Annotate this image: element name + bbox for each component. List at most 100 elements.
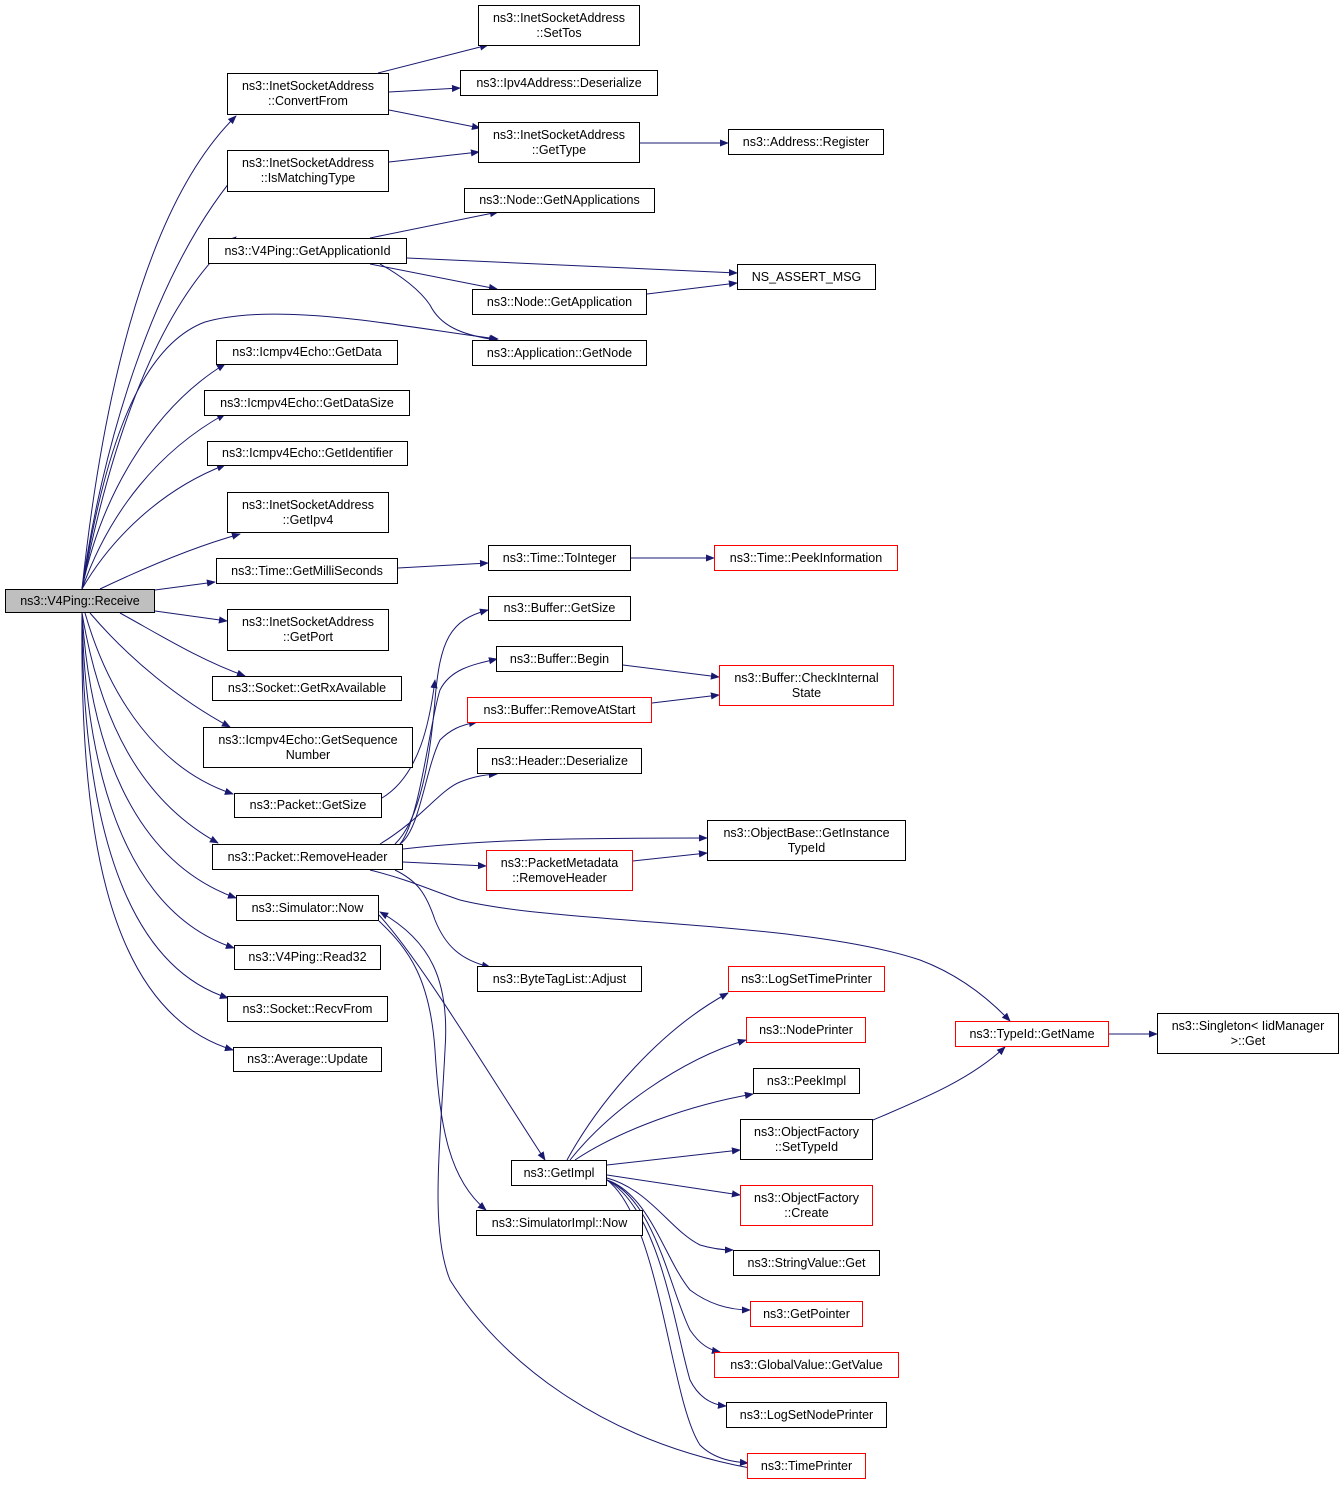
node-label: ns3::V4Ping::Receive xyxy=(20,593,140,608)
node-label: ns3::Simulator::Now xyxy=(251,900,364,915)
node-application-getnode[interactable]: ns3::Application::GetNode xyxy=(472,340,647,366)
node-label: ns3::Icmpv4Echo::GetDataSize xyxy=(220,395,394,410)
node-packet-removeheader[interactable]: ns3::Packet::RemoveHeader xyxy=(212,844,403,870)
node-node-getnapplications[interactable]: ns3::Node::GetNApplications xyxy=(464,188,655,213)
node-label: ns3::GlobalValue::GetValue xyxy=(730,1357,883,1372)
node-buffer-begin[interactable]: ns3::Buffer::Begin xyxy=(496,646,623,672)
node-label: ns3::TimePrinter xyxy=(760,1458,853,1473)
node-packetmetadata-removeheader[interactable]: ns3::PacketMetadata ::RemoveHeader xyxy=(486,850,633,891)
node-address-register[interactable]: ns3::Address::Register xyxy=(728,129,884,155)
edge-buffer-removeatstart-to-checkinternalstate xyxy=(651,692,720,704)
edge-getimpl-to-globalvalue-getvalue xyxy=(606,1179,721,1354)
edge-receive-to-inet-getport xyxy=(154,610,228,624)
node-socket-getrxavailable[interactable]: ns3::Socket::GetRxAvailable xyxy=(212,676,402,701)
node-stringvalue-get[interactable]: ns3::StringValue::Get xyxy=(733,1250,880,1276)
node-buffer-checkinternalstate[interactable]: ns3::Buffer::CheckInternal State xyxy=(719,665,894,706)
edge-receive-to-socket-recvfrom xyxy=(81,612,229,999)
node-logsetnodeprinter[interactable]: ns3::LogSetNodePrinter xyxy=(726,1402,887,1428)
node-v4ping-getapplicationid[interactable]: ns3::V4Ping::GetApplicationId xyxy=(208,238,407,264)
node-getimpl[interactable]: ns3::GetImpl xyxy=(511,1160,607,1186)
node-nodeprinter[interactable]: ns3::NodePrinter xyxy=(746,1017,866,1043)
edge-receive-to-convertfrom xyxy=(81,115,237,590)
node-label: ns3::PeekImpl xyxy=(766,1073,847,1088)
node-v4ping-receive[interactable]: ns3::V4Ping::Receive xyxy=(5,589,155,613)
edge-receive-to-inet-getipv4 xyxy=(99,532,241,590)
edge-removeheader-to-packetmetadata-removeheader xyxy=(402,861,487,870)
node-label: ns3::Time::ToInteger xyxy=(502,550,617,565)
node-inet-getport[interactable]: ns3::InetSocketAddress ::GetPort xyxy=(227,609,389,651)
node-label: ns3::InetSocketAddress xyxy=(492,127,626,142)
node-bytetaglist-adjust[interactable]: ns3::ByteTagList::Adjust xyxy=(477,966,642,992)
edge-receive-to-icmp-getdatasize xyxy=(81,413,226,590)
node-packet-getsize[interactable]: ns3::Packet::GetSize xyxy=(234,793,382,818)
node-label: ::Create xyxy=(784,1205,829,1220)
node-inet-gettype[interactable]: ns3::InetSocketAddress ::GetType xyxy=(478,122,640,163)
node-objectbase-getinstancetypeid[interactable]: ns3::ObjectBase::GetInstance TypeId xyxy=(707,820,906,861)
node-inet-ismatchingtype[interactable]: ns3::InetSocketAddress ::IsMatchingType xyxy=(227,150,389,192)
node-logsettimeprinter[interactable]: ns3::LogSetTimePrinter xyxy=(728,966,885,992)
node-label: ns3::Buffer::RemoveAtStart xyxy=(483,702,636,717)
node-label: >::Get xyxy=(1230,1033,1266,1048)
node-icmpv4echo-getdatasize[interactable]: ns3::Icmpv4Echo::GetDataSize xyxy=(204,390,410,416)
node-socket-recvfrom[interactable]: ns3::Socket::RecvFrom xyxy=(227,996,388,1022)
node-ipv4address-deserialize[interactable]: ns3::Ipv4Address::Deserialize xyxy=(460,70,658,96)
node-singleton-iidmanager-get[interactable]: ns3::Singleton< IidManager >::Get xyxy=(1157,1013,1339,1054)
node-inet-getipv4[interactable]: ns3::InetSocketAddress ::GetIpv4 xyxy=(227,492,389,533)
edge-convertfrom-to-gettype xyxy=(388,109,481,130)
node-simulatorimpl-now[interactable]: ns3::SimulatorImpl::Now xyxy=(476,1210,643,1236)
node-label: ns3::Time::GetMilliSeconds xyxy=(231,563,383,578)
node-label: ns3::Ipv4Address::Deserialize xyxy=(476,75,642,90)
edge-getimpl-to-stringvalue-get xyxy=(606,1177,734,1254)
edge-getappid-to-ns-assert-msg xyxy=(406,257,738,277)
node-label: ns3::Header::Deserialize xyxy=(491,753,628,768)
node-label: ns3::StringValue::Get xyxy=(747,1255,866,1270)
node-simulator-now[interactable]: ns3::Simulator::Now xyxy=(236,895,379,921)
node-label: ::RemoveHeader xyxy=(512,870,607,885)
node-average-update[interactable]: ns3::Average::Update xyxy=(233,1047,382,1072)
edge-receive-to-simulator-now xyxy=(81,612,237,899)
edge-receive-to-average-update xyxy=(81,612,234,1052)
node-inet-settos[interactable]: ns3::InetSocketAddress ::SetTos xyxy=(478,5,640,46)
edge-receive-to-time-getmilliseconds xyxy=(154,579,216,591)
edge-buffer-begin-to-checkinternalstate xyxy=(622,664,720,680)
edge-getimpl-to-nodeprinter xyxy=(569,1038,747,1161)
node-icmpv4echo-getdata[interactable]: ns3::Icmpv4Echo::GetData xyxy=(216,340,398,365)
node-inet-convertfrom[interactable]: ns3::InetSocketAddress ::ConvertFrom xyxy=(227,73,389,115)
node-label: ns3::Buffer::GetSize xyxy=(503,601,616,615)
node-objectfactory-create[interactable]: ns3::ObjectFactory ::Create xyxy=(740,1185,873,1226)
edge-ismatchingtype-to-gettype xyxy=(388,149,480,163)
node-label: ns3::SimulatorImpl::Now xyxy=(491,1215,628,1230)
node-ns-assert-msg[interactable]: NS_ASSERT_MSG xyxy=(737,264,876,290)
node-node-getapplication[interactable]: ns3::Node::GetApplication xyxy=(472,289,647,315)
node-label: ns3::Address::Register xyxy=(742,134,870,149)
node-label: ns3::InetSocketAddress xyxy=(241,497,375,512)
node-time-peekinformation[interactable]: ns3::Time::PeekInformation xyxy=(714,545,898,571)
node-buffer-getsize[interactable]: ns3::Buffer::GetSize xyxy=(488,596,631,621)
node-time-tointeger[interactable]: ns3::Time::ToInteger xyxy=(488,545,631,571)
node-buffer-removeatstart[interactable]: ns3::Buffer::RemoveAtStart xyxy=(467,697,652,723)
edge-simulator-now-to-simulatorimpl-now xyxy=(378,920,487,1211)
node-label: ns3::Time::PeekInformation xyxy=(729,550,883,565)
node-getpointer[interactable]: ns3::GetPointer xyxy=(750,1301,863,1327)
node-time-getmilliseconds[interactable]: ns3::Time::GetMilliSeconds xyxy=(216,558,398,584)
edge-getappid-to-node-getapplication xyxy=(369,263,498,291)
node-label: ns3::Socket::RecvFrom xyxy=(242,1001,373,1016)
edge-receive-to-ismatchingtype xyxy=(81,163,246,590)
node-icmpv4echo-getsequencenumber[interactable]: ns3::Icmpv4Echo::GetSequence Number xyxy=(203,727,413,768)
node-typeid-getname[interactable]: ns3::TypeId::GetName xyxy=(955,1021,1109,1047)
node-label: ::ConvertFrom xyxy=(268,94,348,108)
node-label: ns3::LogSetNodePrinter xyxy=(739,1407,874,1422)
edge-convertfrom-to-settos xyxy=(377,43,489,74)
node-peekimpl[interactable]: ns3::PeekImpl xyxy=(753,1068,860,1094)
node-icmpv4echo-getidentifier[interactable]: ns3::Icmpv4Echo::GetIdentifier xyxy=(207,441,408,466)
node-header-deserialize[interactable]: ns3::Header::Deserialize xyxy=(477,748,642,774)
node-timeprinter[interactable]: ns3::TimePrinter xyxy=(747,1453,866,1479)
node-objectfactory-settypeid[interactable]: ns3::ObjectFactory ::SetTypeId xyxy=(740,1119,873,1160)
edge-getappid-to-getnapplications xyxy=(369,210,499,239)
node-globalvalue-getvalue[interactable]: ns3::GlobalValue::GetValue xyxy=(714,1352,899,1378)
node-label: ns3::Buffer::CheckInternal xyxy=(734,670,879,685)
node-v4ping-read32[interactable]: ns3::V4Ping::Read32 xyxy=(234,945,381,970)
node-label: ns3::GetPointer xyxy=(763,1306,850,1321)
edge-getimpl-to-getpointer xyxy=(606,1179,751,1314)
